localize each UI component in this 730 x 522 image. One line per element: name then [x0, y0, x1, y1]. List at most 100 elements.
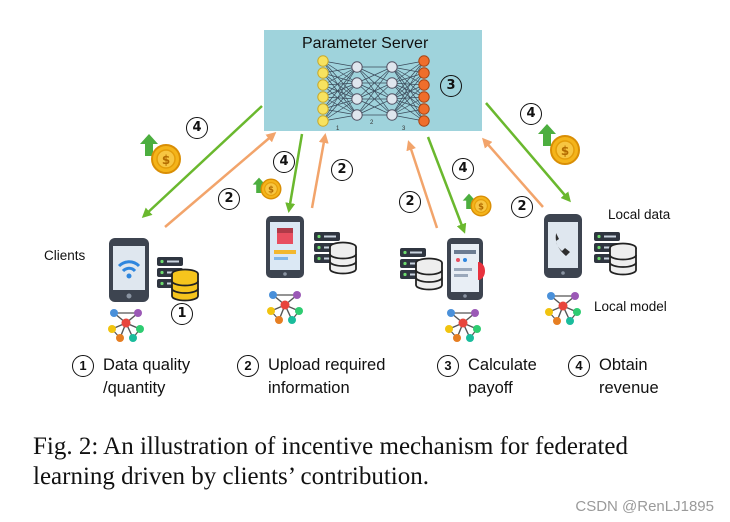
reward-arrow-client2: [285, 133, 304, 213]
nn-edge: [322, 66, 358, 98]
nn-edge: [356, 82, 393, 116]
local-data-label: Local data: [608, 207, 671, 222]
nn-edge: [391, 72, 425, 116]
nn-node: [351, 109, 363, 121]
upload-arrow-client2: [310, 133, 329, 209]
reward-arrow-client4: [485, 102, 571, 203]
client3-model-icon: [444, 308, 482, 343]
nn-node: [386, 61, 398, 73]
nn-node: [317, 103, 329, 115]
nn-node: [418, 67, 430, 79]
arrow-badge-upload-2: 2: [331, 159, 353, 181]
nn-edge: [322, 82, 358, 122]
nn-node: [386, 77, 398, 89]
nn-edge: [322, 114, 358, 122]
nn-edge: [322, 96, 358, 116]
step-4-line2: revenue: [599, 379, 659, 397]
nn-node: [317, 55, 329, 67]
step-3-number: 3: [437, 355, 459, 377]
reward-arrow-client1: [141, 105, 263, 219]
server-title: Parameter Server: [302, 35, 429, 52]
nn-edge: [391, 72, 425, 100]
nn-edge: [391, 60, 425, 116]
reward-arrow-client3: [426, 136, 467, 234]
nn-node: [418, 79, 430, 91]
upload-arrow-client1: [164, 132, 277, 228]
client1-phone-icon: [109, 238, 149, 302]
step-1-number: 1: [72, 355, 94, 377]
nn-edge: [322, 66, 358, 110]
caption-line-1: Fig. 2: An illustration of incentive mec…: [33, 433, 628, 460]
nn-edge: [391, 82, 425, 110]
arrows: [141, 102, 571, 234]
nn-edge: [391, 66, 425, 86]
nn-edge: [391, 60, 425, 100]
step-3-line1: Calculate: [468, 356, 537, 374]
nn-node: [386, 109, 398, 121]
upload-arrow-client3: [406, 140, 439, 229]
nn-node: [418, 91, 430, 103]
nn-edge: [322, 72, 358, 100]
client1-data-icon: [157, 257, 199, 302]
nn-edge: [391, 82, 425, 98]
nn-node: [351, 61, 363, 73]
nn-edge: [356, 98, 393, 116]
client1-data-badge: 1: [171, 303, 193, 325]
step-4-line1: Obtain: [599, 356, 648, 374]
nn-edge: [322, 82, 358, 110]
nn-node: [317, 79, 329, 91]
watermark: CSDN @RenLJ1895: [575, 498, 714, 515]
step-1-line2: /quantity: [103, 379, 166, 397]
step-3-line2: payoff: [468, 379, 513, 397]
nn-edge: [322, 98, 358, 122]
upload-arrow-client4: [482, 137, 544, 208]
nn-edge: [322, 66, 358, 74]
nn-edge: [322, 82, 358, 98]
arrow-badge-upload-3: 2: [399, 191, 421, 213]
layer-tick-2: 2: [370, 120, 374, 126]
nn-edge: [391, 84, 425, 116]
nn-node: [351, 77, 363, 89]
nn-node: [317, 115, 329, 127]
neural-network-graphic: [317, 55, 430, 127]
caption-line-2: learning driven by clients’ contribution…: [33, 463, 429, 490]
client2-data-icon: [314, 232, 357, 275]
client3-phone-icon: [447, 238, 485, 300]
arrow-badge-reward-4: 4: [520, 103, 542, 125]
layer-tick-1: 1: [336, 126, 340, 132]
revenue-coin-icon: [462, 193, 492, 217]
nn-node: [317, 67, 329, 79]
nn-edge: [322, 84, 358, 100]
nn-edge: [322, 108, 358, 116]
nn-edge: [322, 60, 358, 100]
revenue-coin-icon: [252, 177, 282, 200]
revenue-coin-icon: [140, 134, 181, 174]
nn-node: [418, 55, 430, 67]
client4-data-icon: [594, 232, 637, 276]
nn-node: [418, 103, 430, 115]
client4-phone-icon: [544, 214, 582, 278]
arrow-badge-reward-1: 4: [186, 117, 208, 139]
step-4-number: 4: [568, 355, 590, 377]
nn-edge: [391, 98, 425, 122]
nn-edge: [391, 82, 425, 122]
arrow-badge-upload-1: 2: [218, 188, 240, 210]
nn-edge: [322, 66, 358, 122]
arrow-badge-reward-3: 4: [452, 158, 474, 180]
step-2-line2: information: [268, 379, 350, 397]
nn-node: [317, 91, 329, 103]
nn-edge: [322, 60, 358, 68]
arrow-badge-upload-4: 2: [511, 196, 533, 218]
client4-model-icon: [544, 291, 582, 326]
nn-edge: [356, 66, 393, 100]
nn-edge: [322, 98, 358, 110]
nn-edge: [391, 60, 425, 84]
nn-edge: [322, 72, 358, 84]
nn-node: [351, 93, 363, 105]
client2-model-icon: [266, 290, 304, 325]
client2-tablet-icon: [266, 216, 304, 278]
layer-tick-3: 3: [402, 126, 406, 132]
nn-edge: [322, 84, 358, 116]
nn-edge: [322, 66, 358, 86]
